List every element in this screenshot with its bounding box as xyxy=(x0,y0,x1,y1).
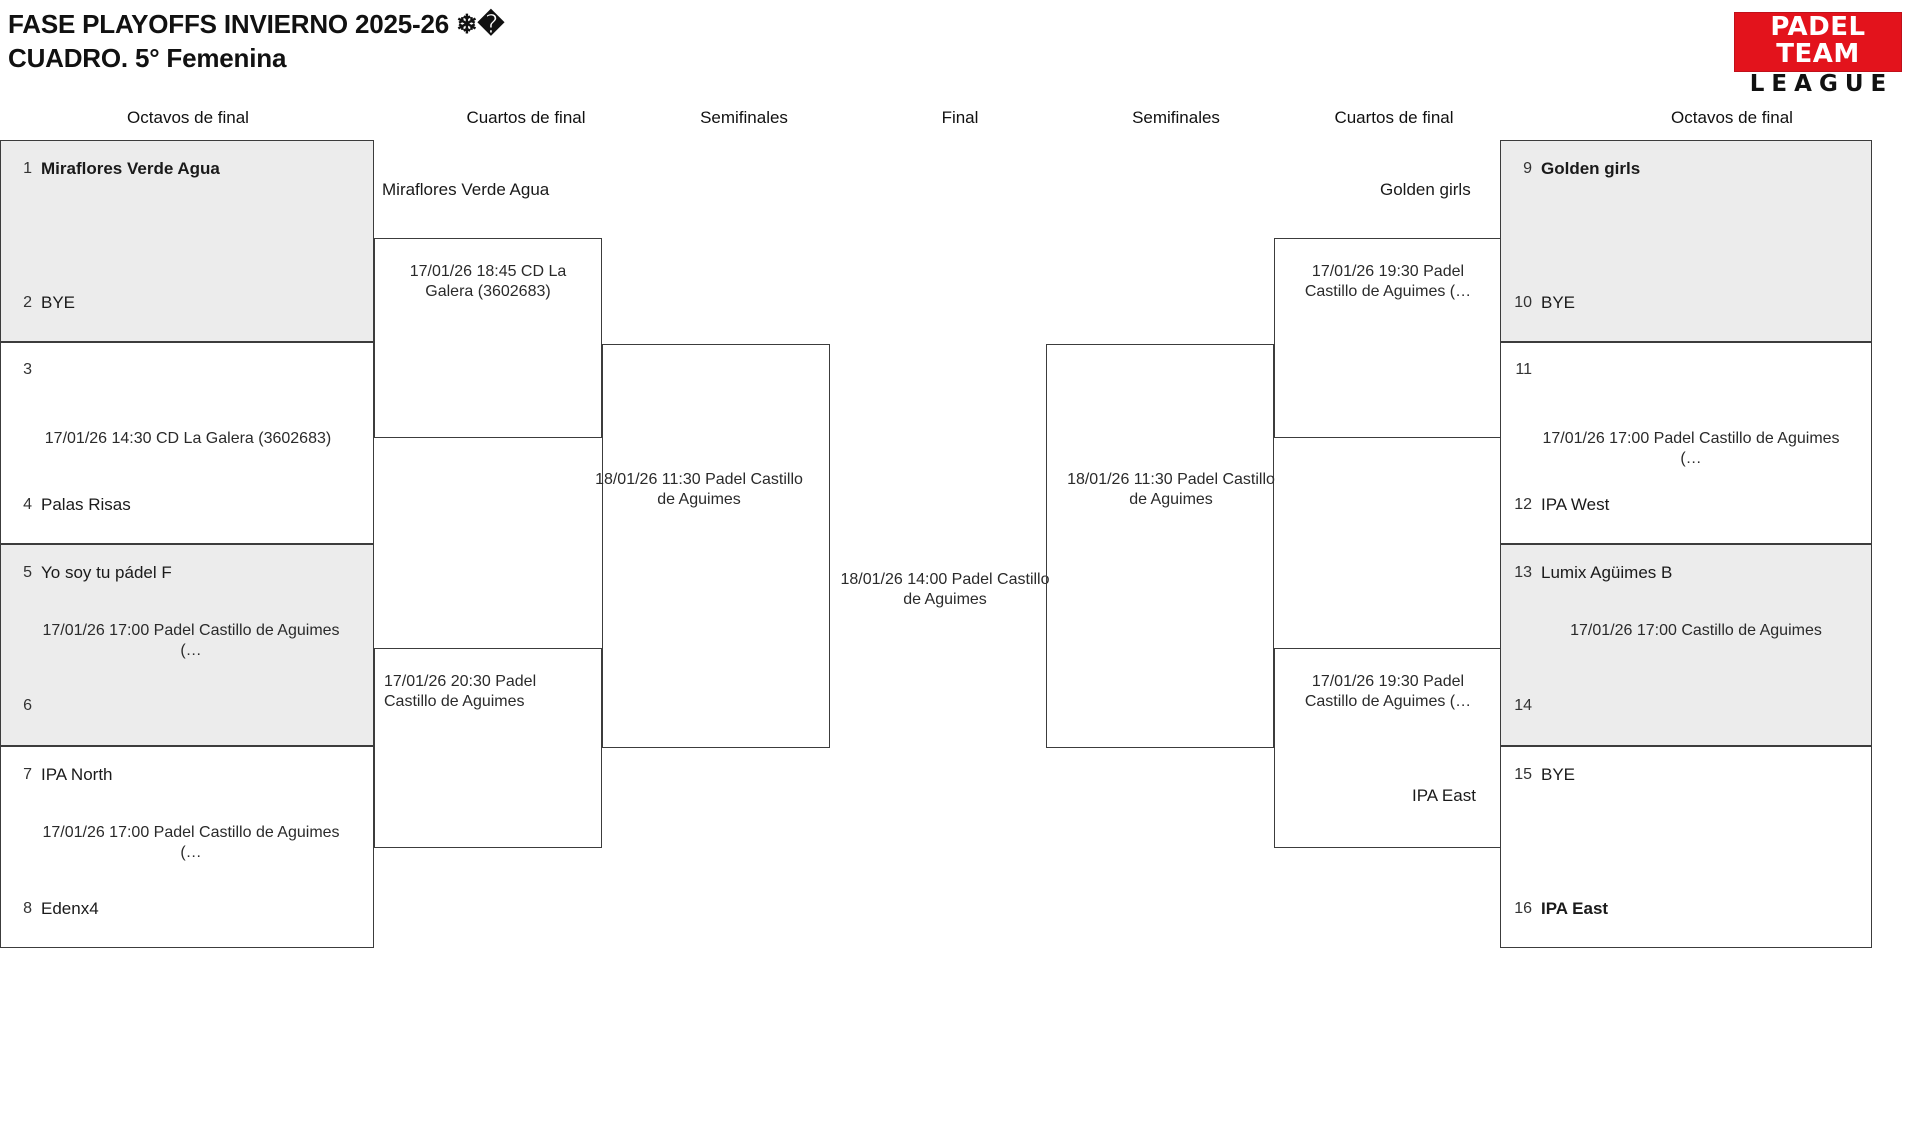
match-info: 17/01/26 17:00 Padel Castillo de Aguimes… xyxy=(1542,430,1840,467)
logo-bottom-text: LEAGUE xyxy=(1749,70,1894,97)
seed-number: 9 xyxy=(1523,160,1532,177)
match-box-left-qf-1[interactable] xyxy=(374,238,602,438)
team-name: BYE xyxy=(1541,765,1576,784)
match-info-final: 18/01/26 14:00 Padel Castillo de Aguimes xyxy=(840,571,1050,608)
seed-row-12: 12 IPA West xyxy=(1510,495,1871,515)
team-name: IPA West xyxy=(1541,495,1610,514)
team-name: Lumix Agüimes B xyxy=(1541,563,1673,582)
match-info-right-sf: 18/01/26 11:30 Padel Castillo de Aguimes xyxy=(1067,471,1275,508)
page-title: FASE PLAYOFFS INVIERNO 2025-26 ❄� CUADRO… xyxy=(8,8,504,76)
match-info: 17/01/26 14:30 CD La Galera (3602683) xyxy=(44,430,332,447)
match-cell-right-r16-3[interactable]: 13 Lumix Agüimes B 17/01/26 17:00 Castil… xyxy=(1500,544,1872,746)
seed-row-4: 4 Palas Risas xyxy=(10,495,373,515)
match-info-left-qf-1: 17/01/26 18:45 CD La Galera (3602683) xyxy=(409,263,567,300)
seed-number: 11 xyxy=(1515,361,1532,378)
seed-number: 2 xyxy=(23,294,32,311)
seed-number: 15 xyxy=(1514,766,1532,783)
team-name: IPA East xyxy=(1541,899,1609,918)
advanced-team-right-qf-1: Golden girls xyxy=(1380,180,1471,199)
team-name: Golden girls xyxy=(1541,159,1641,178)
advanced-team-left-qf-1: Miraflores Verde Agua xyxy=(382,180,550,199)
seed-row-14: 14 xyxy=(1510,697,1871,715)
team-name: IPA North xyxy=(41,765,113,784)
team-name: BYE xyxy=(1541,293,1576,312)
seed-row-1: 1 Miraflores Verde Agua xyxy=(10,159,373,179)
title-line-2: CUADRO. 5° Femenina xyxy=(8,42,287,73)
match-box-left-qf-2[interactable] xyxy=(374,648,602,848)
round-header-left-sf: Semifinales xyxy=(700,108,788,127)
logo-top-text: PADEL TEAM xyxy=(1734,12,1902,72)
match-cell-right-r16-2[interactable]: 11 17/01/26 17:00 Padel Castillo de Agui… xyxy=(1500,342,1872,544)
match-info-left-qf-2: 17/01/26 20:30 Padel Castillo de Aguimes xyxy=(384,673,537,710)
seed-number: 1 xyxy=(23,160,32,177)
team-name: Palas Risas xyxy=(41,495,131,514)
match-cell-left-r16-1[interactable]: 1 Miraflores Verde Agua 2 BYE xyxy=(0,140,374,342)
seed-row-16: 16 IPA East xyxy=(1510,899,1871,919)
padel-team-league-logo: PADEL TEAM LEAGUE xyxy=(1734,12,1902,97)
round-header-final: Final xyxy=(941,108,979,127)
seed-row-5: 5 Yo soy tu pádel F xyxy=(10,563,373,583)
match-info: 17/01/26 17:00 Padel Castillo de Aguimes… xyxy=(42,622,340,659)
round-header-right-r16: Octavos de final xyxy=(1671,108,1793,127)
seed-row-15: 15 BYE xyxy=(1510,765,1871,785)
seed-row-6: 6 xyxy=(10,697,373,715)
match-info-right-qf-2: 17/01/26 19:30 Padel Castillo de Aguimes… xyxy=(1304,673,1472,710)
team-name: Yo soy tu pádel F xyxy=(41,563,172,582)
team-name: Miraflores Verde Agua xyxy=(41,159,220,178)
team-name: BYE xyxy=(41,293,76,312)
seed-row-9: 9 Golden girls xyxy=(1510,159,1871,179)
round-header-left-r16: Octavos de final xyxy=(127,108,249,127)
round-header-right-qf: Cuartos de final xyxy=(1334,108,1454,127)
seed-row-11: 11 xyxy=(1510,361,1871,379)
advanced-team-right-qf-2: IPA East xyxy=(1412,786,1476,805)
team-name: Edenx4 xyxy=(41,899,99,918)
seed-number: 7 xyxy=(23,766,32,783)
match-info-left-sf: 18/01/26 11:30 Padel Castillo de Aguimes xyxy=(595,471,803,508)
match-info: 17/01/26 17:00 Castillo de Aguimes xyxy=(1570,622,1822,639)
seed-number: 5 xyxy=(23,564,32,581)
match-cell-right-r16-4[interactable]: 15 BYE 16 IPA East xyxy=(1500,746,1872,948)
seed-number: 3 xyxy=(23,361,32,378)
seed-row-3: 3 xyxy=(10,361,373,379)
seed-row-10: 10 BYE xyxy=(1510,293,1871,313)
seed-number: 4 xyxy=(23,496,32,513)
match-box-right-sf[interactable] xyxy=(1046,344,1274,748)
seed-row-13: 13 Lumix Agüimes B xyxy=(1510,563,1871,583)
match-info: 17/01/26 17:00 Padel Castillo de Aguimes… xyxy=(42,824,340,861)
seed-number: 8 xyxy=(23,900,32,917)
seed-number: 6 xyxy=(23,697,32,714)
match-cell-left-r16-3[interactable]: 5 Yo soy tu pádel F 17/01/26 17:00 Padel… xyxy=(0,544,374,746)
seed-number: 12 xyxy=(1514,496,1532,513)
seed-number: 14 xyxy=(1514,697,1532,714)
round-header-right-sf: Semifinales xyxy=(1132,108,1220,127)
round-header-left-qf: Cuartos de final xyxy=(466,108,586,127)
seed-number: 10 xyxy=(1514,294,1532,311)
seed-row-2: 2 BYE xyxy=(10,293,373,313)
match-box-left-sf[interactable] xyxy=(602,344,830,748)
seed-number: 13 xyxy=(1514,564,1532,581)
seed-number: 16 xyxy=(1514,900,1532,917)
seed-row-7: 7 IPA North xyxy=(10,765,373,785)
match-cell-left-r16-4[interactable]: 7 IPA North 17/01/26 17:00 Padel Castill… xyxy=(0,746,374,948)
match-cell-left-r16-2[interactable]: 3 17/01/26 14:30 CD La Galera (3602683) … xyxy=(0,342,374,544)
seed-row-8: 8 Edenx4 xyxy=(10,899,373,919)
match-info-right-qf-1: 17/01/26 19:30 Padel Castillo de Aguimes… xyxy=(1304,263,1472,300)
title-line-1: FASE PLAYOFFS INVIERNO 2025-26 ❄� xyxy=(8,9,505,39)
match-cell-right-r16-1[interactable]: 9 Golden girls 10 BYE xyxy=(1500,140,1872,342)
